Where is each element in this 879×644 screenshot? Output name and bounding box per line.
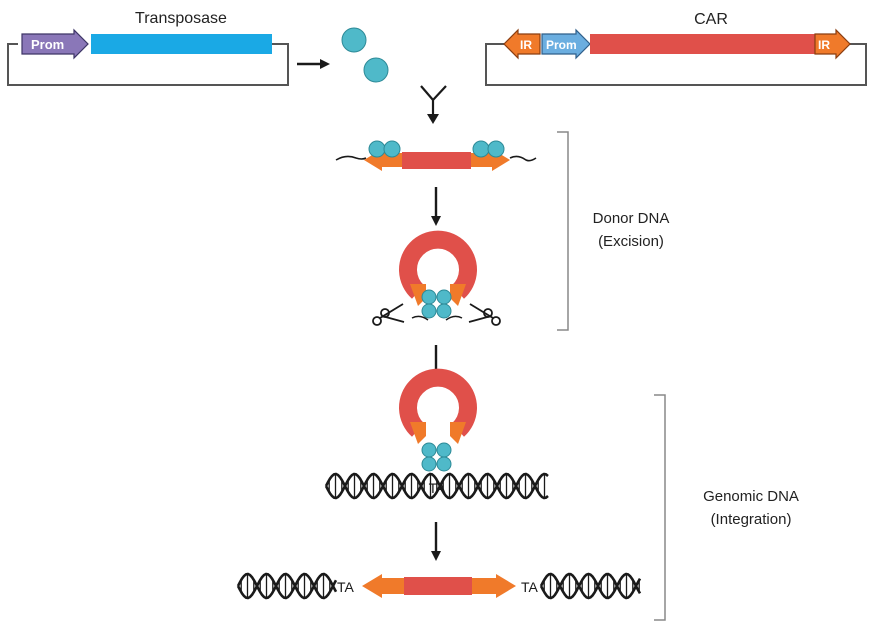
donor-label: Donor DNA xyxy=(593,210,670,227)
excision-label: (Excision) xyxy=(598,233,664,250)
excision-loop xyxy=(399,230,477,321)
ir-left-label: IR xyxy=(520,38,532,52)
dna-strand xyxy=(539,572,642,600)
dna-strand xyxy=(539,572,642,600)
flank-dna-right xyxy=(509,155,537,162)
car-title: CAR xyxy=(694,11,728,28)
promoter-arrow xyxy=(21,28,89,60)
protein-dot xyxy=(487,140,505,158)
ir-right-label: IR xyxy=(818,38,830,52)
binding-complex xyxy=(335,140,537,171)
protein-dot xyxy=(436,456,452,472)
protein-dot xyxy=(383,140,401,158)
ta-site-label: TA xyxy=(429,480,447,496)
transposase-gene xyxy=(91,34,272,54)
protein-dot xyxy=(472,140,490,158)
ir-left-element xyxy=(410,284,426,306)
protein-dot xyxy=(421,289,437,305)
protein-dot xyxy=(436,303,452,319)
car-cassette xyxy=(404,577,472,595)
ir-left-arrow xyxy=(503,28,541,60)
scissors-icon xyxy=(468,303,501,326)
transposase-plasmid-backbone xyxy=(7,43,289,86)
protein-dot xyxy=(436,442,452,458)
car-promoter-arrow xyxy=(541,28,591,60)
car-cassette xyxy=(402,152,471,169)
transposase-plasmid: Prom Transposase xyxy=(7,10,289,86)
genomic-dna-right xyxy=(539,572,642,600)
scissors-icon xyxy=(372,303,405,326)
protein-dot xyxy=(368,140,386,158)
protein-dot xyxy=(436,289,452,305)
ta-left-label: TA xyxy=(337,579,355,595)
excised-loop xyxy=(399,368,477,437)
ir-right-element xyxy=(450,284,466,306)
ir-right-element xyxy=(450,422,466,444)
genomic-dna-helix xyxy=(324,472,549,500)
car-gene xyxy=(590,34,815,54)
ta-right-label: TA xyxy=(521,579,539,595)
genomic-dna-left xyxy=(236,572,338,600)
protein-dot xyxy=(363,57,389,83)
car-plasmid: IR Prom IR CAR xyxy=(485,11,867,86)
integration-complex xyxy=(399,368,477,472)
car-plasmid-backbone xyxy=(485,43,867,86)
excised-loop xyxy=(399,230,477,299)
ir-right-arrow xyxy=(814,28,851,60)
genomic-label: Genomic DNA xyxy=(703,488,799,505)
integration-label: (Integration) xyxy=(711,511,792,528)
merge-symbol xyxy=(420,85,447,124)
integrated-transposon xyxy=(362,574,516,598)
ir-left-element xyxy=(362,574,404,598)
genomic-bracket xyxy=(654,394,666,621)
promoter-label: Prom xyxy=(31,37,64,52)
ir-right-element xyxy=(472,574,516,598)
car-promoter-label: Prom xyxy=(546,38,577,52)
donor-bracket xyxy=(557,131,569,331)
flank-dna-left xyxy=(335,155,367,161)
protein-dot xyxy=(341,27,367,53)
protein-dot xyxy=(421,303,437,319)
transposase-title: Transposase xyxy=(135,10,227,27)
protein-dot xyxy=(421,456,437,472)
ir-left-element xyxy=(410,422,426,444)
transposase-proteins xyxy=(341,27,389,83)
protein-dot xyxy=(421,442,437,458)
cut-ends xyxy=(411,315,463,321)
